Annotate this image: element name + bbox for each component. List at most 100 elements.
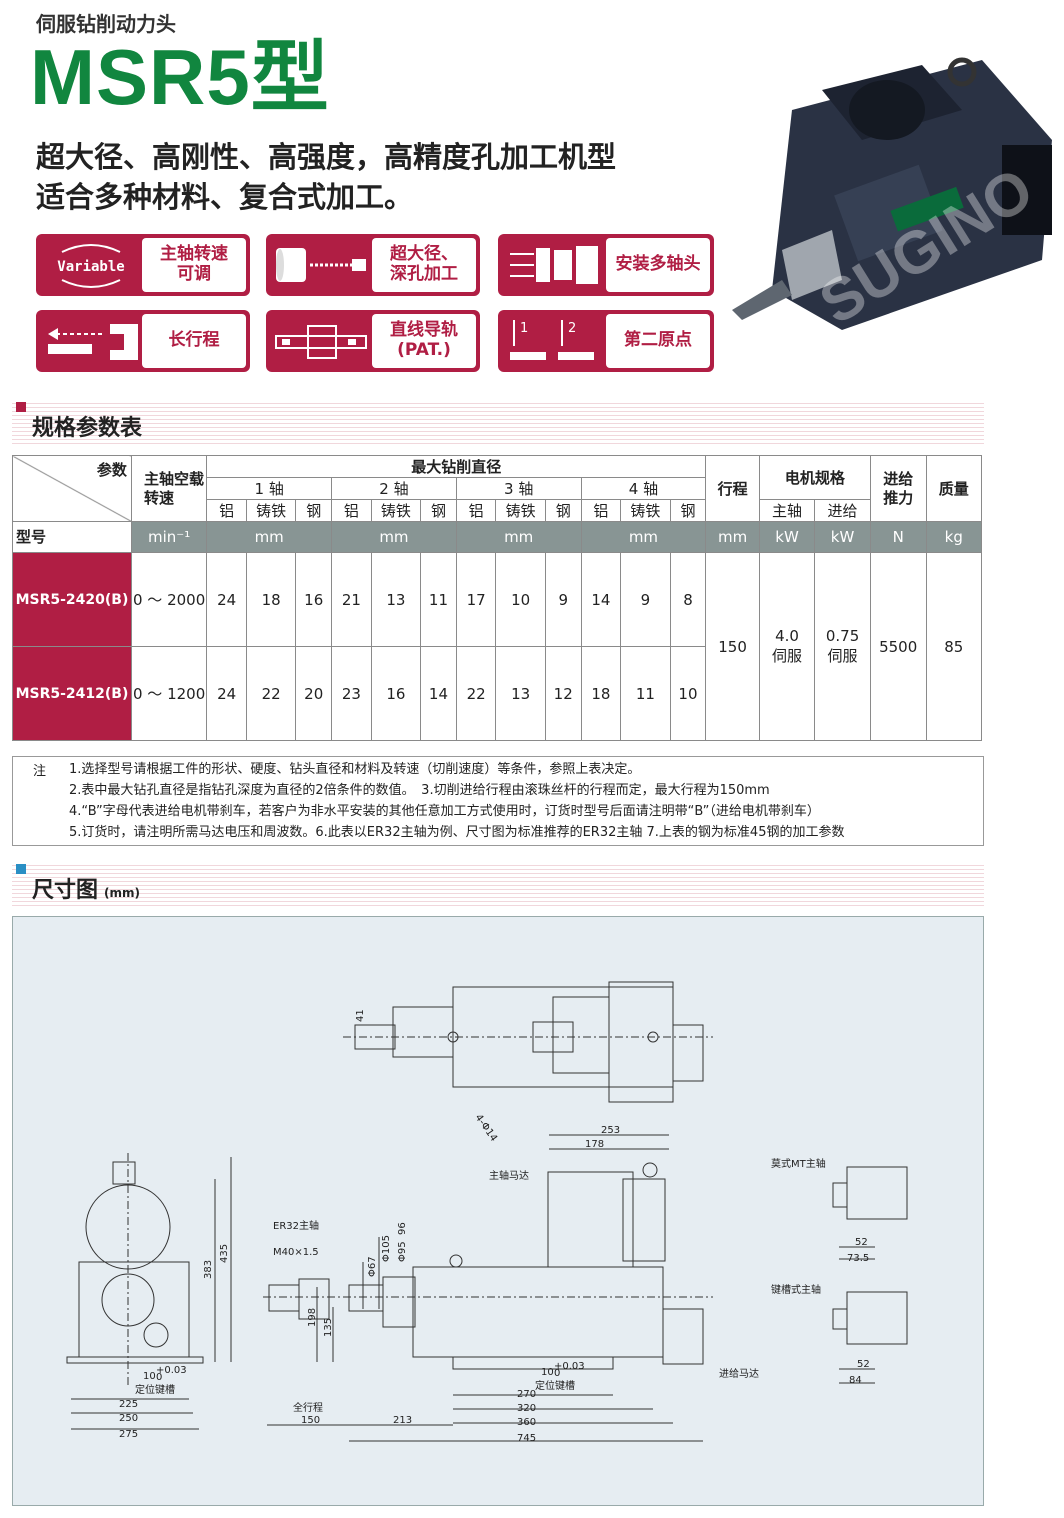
dim-label: 360 bbox=[517, 1417, 536, 1428]
dia-cell: 18 bbox=[245, 552, 297, 647]
dia-cell: 17 bbox=[455, 552, 497, 647]
feature-label: 超大径、 深孔加工 bbox=[372, 238, 476, 292]
material-header: 铝 bbox=[580, 499, 622, 522]
dim-label: 270 bbox=[517, 1389, 536, 1400]
svg-text:1: 1 bbox=[520, 321, 528, 336]
tolerance-label: +0.03 bbox=[156, 1365, 187, 1376]
dim-label: 96 bbox=[397, 1222, 408, 1235]
multi-spindle-icon bbox=[510, 246, 598, 284]
dim-label: 383 bbox=[203, 1260, 214, 1279]
dim-label: 253 bbox=[601, 1125, 620, 1136]
dim-label: 250 bbox=[119, 1413, 138, 1424]
dim-label: Φ95 bbox=[397, 1241, 408, 1262]
unit-cell: N bbox=[869, 521, 927, 553]
feature-label: 主轴转速 可调 bbox=[142, 238, 246, 292]
corner-cell: 参数 型号 bbox=[12, 455, 132, 546]
tolerance-label: 0 bbox=[554, 1368, 560, 1379]
drawing-svg: 41 4-Φ14 253 178 主轴马达 莫式MT主轴 52 73.5 ER3… bbox=[66, 981, 908, 1444]
feature-label: 安装多轴头 bbox=[606, 238, 710, 292]
dim-label: 52 bbox=[857, 1359, 870, 1370]
dim-label: 745 bbox=[517, 1433, 536, 1444]
dim-label: 225 bbox=[119, 1399, 138, 1410]
callout-feed-motor: 进给马达 bbox=[719, 1367, 759, 1380]
large-drill-icon bbox=[276, 248, 366, 282]
unit-cell: mm bbox=[705, 521, 760, 553]
material-header: 钢 bbox=[669, 499, 707, 522]
feature-multi-spindle: 安装多轴头 bbox=[498, 234, 714, 296]
unit-cell: min⁻¹ bbox=[130, 521, 208, 553]
mass-cell: 85 bbox=[925, 552, 983, 741]
dim-title: 尺寸图 bbox=[32, 878, 99, 903]
dia-cell: 24 bbox=[206, 646, 247, 741]
dia-cell: 14 bbox=[580, 552, 622, 647]
mass-header: 质量 bbox=[925, 455, 983, 522]
dim-label: 10 bbox=[541, 1367, 554, 1378]
dim-label: 435 bbox=[219, 1244, 230, 1263]
thrust-cell: 5500 bbox=[869, 552, 927, 741]
model-cell: MSR5-2420(B) bbox=[12, 552, 132, 647]
motor-sub-header: 主轴 bbox=[758, 499, 816, 522]
spindle-type: 伺服 bbox=[772, 647, 803, 665]
material-header: 铸铁 bbox=[245, 499, 297, 522]
tolerance-label: +0.03 bbox=[554, 1361, 585, 1372]
note-line: 4.“B”字母代表进给电机带刹车，若客户为非水平安装的其他任意加工方式使用时，订… bbox=[69, 804, 820, 819]
dim-label: 41 bbox=[355, 1009, 366, 1022]
dim-label: 213 bbox=[393, 1415, 412, 1426]
notes-box: 注 1.选择型号请根据工件的形状、硬度、钻头直径和材料及转速（切削速度）等条件，… bbox=[12, 756, 984, 846]
dia-cell: 13 bbox=[370, 552, 422, 647]
feature-large-drill: 超大径、 深孔加工 bbox=[266, 234, 480, 296]
axis-header: 1 轴 bbox=[206, 477, 333, 500]
dia-cell: 11 bbox=[620, 646, 671, 741]
tagline-1: 超大径、高刚性、高强度，高精度孔加工机型 bbox=[36, 140, 617, 174]
material-header: 钢 bbox=[544, 499, 582, 522]
long-stroke-icon bbox=[48, 324, 138, 360]
feature-variable-speed: Variable 主轴转速 可调 bbox=[36, 234, 250, 296]
table-row: MSR5-2420(B) 0 ～ 2000 24 18 16 21 13 11 … bbox=[12, 552, 983, 741]
callout-full-stroke: 全行程 bbox=[293, 1401, 323, 1414]
feed-type: 伺服 bbox=[827, 647, 858, 665]
motor-sub-header: 进给 bbox=[814, 499, 871, 522]
corner-top-label: 参数 bbox=[96, 461, 127, 479]
svg-text:2: 2 bbox=[568, 321, 576, 336]
speed-cell: 0 ～ 2000 bbox=[130, 552, 208, 647]
dia-cell: 8 bbox=[669, 552, 707, 647]
dim-section-header: 尺寸图 (mm) bbox=[12, 862, 984, 908]
material-header: 钢 bbox=[295, 499, 333, 522]
section-title: 尺寸图 (mm) bbox=[32, 872, 140, 904]
section-marker bbox=[16, 864, 26, 874]
dia-cell: 22 bbox=[455, 646, 497, 741]
corner-spacer bbox=[12, 521, 132, 553]
dim-unit: (mm) bbox=[104, 886, 140, 900]
speed-cell: 0 ～ 1200 bbox=[130, 646, 208, 741]
linear-guide-icon bbox=[275, 325, 367, 359]
unit-cell: kg bbox=[925, 521, 983, 553]
svg-text:Variable: Variable bbox=[57, 259, 124, 275]
dim-label: 84 bbox=[849, 1375, 862, 1386]
unit-cell: mm bbox=[331, 521, 457, 553]
feed-kw: 0.75 bbox=[825, 627, 860, 645]
dim-label: 52 bbox=[855, 1237, 868, 1248]
dia-cell: 22 bbox=[245, 646, 297, 741]
material-header: 铝 bbox=[206, 499, 247, 522]
dimension-drawing: 41 4-Φ14 253 178 主轴马达 莫式MT主轴 52 73.5 ER3… bbox=[12, 916, 984, 1506]
product-photo: SUGINO bbox=[732, 57, 1052, 337]
front-view-body bbox=[78, 1261, 190, 1358]
variable-speed-icon: Variable bbox=[57, 244, 125, 288]
feature-long-stroke: 长行程 bbox=[36, 310, 250, 372]
stroke-cell: 150 bbox=[705, 552, 760, 741]
dia-cell: 14 bbox=[420, 646, 457, 741]
spec-table: 参数 型号 主轴空载转速 最大钻削直径 行程 电机规格 进给推力 质量 1 轴 … bbox=[12, 455, 983, 741]
dia-cell: 9 bbox=[544, 552, 582, 647]
material-header: 铸铁 bbox=[495, 499, 546, 522]
table-row: MSR5-2412(B) 0 ～ 1200 24 22 20 23 16 14 … bbox=[12, 646, 982, 741]
feature-label: 长行程 bbox=[142, 314, 246, 368]
callout-m40: M40×1.5 bbox=[273, 1247, 319, 1258]
dia-cell: 24 bbox=[206, 552, 247, 647]
dim-label: 4-Φ14 bbox=[473, 1112, 500, 1143]
spindle-motor-cell: 4.0 伺服 bbox=[758, 552, 816, 741]
spindle-kw: 4.0 bbox=[775, 627, 799, 645]
dia-cell: 18 bbox=[580, 646, 622, 741]
callout-mt-spindle: 莫式MT主轴 bbox=[771, 1157, 826, 1170]
dim-label: 198 bbox=[307, 1308, 318, 1327]
dim-label: 73.5 bbox=[847, 1253, 869, 1264]
